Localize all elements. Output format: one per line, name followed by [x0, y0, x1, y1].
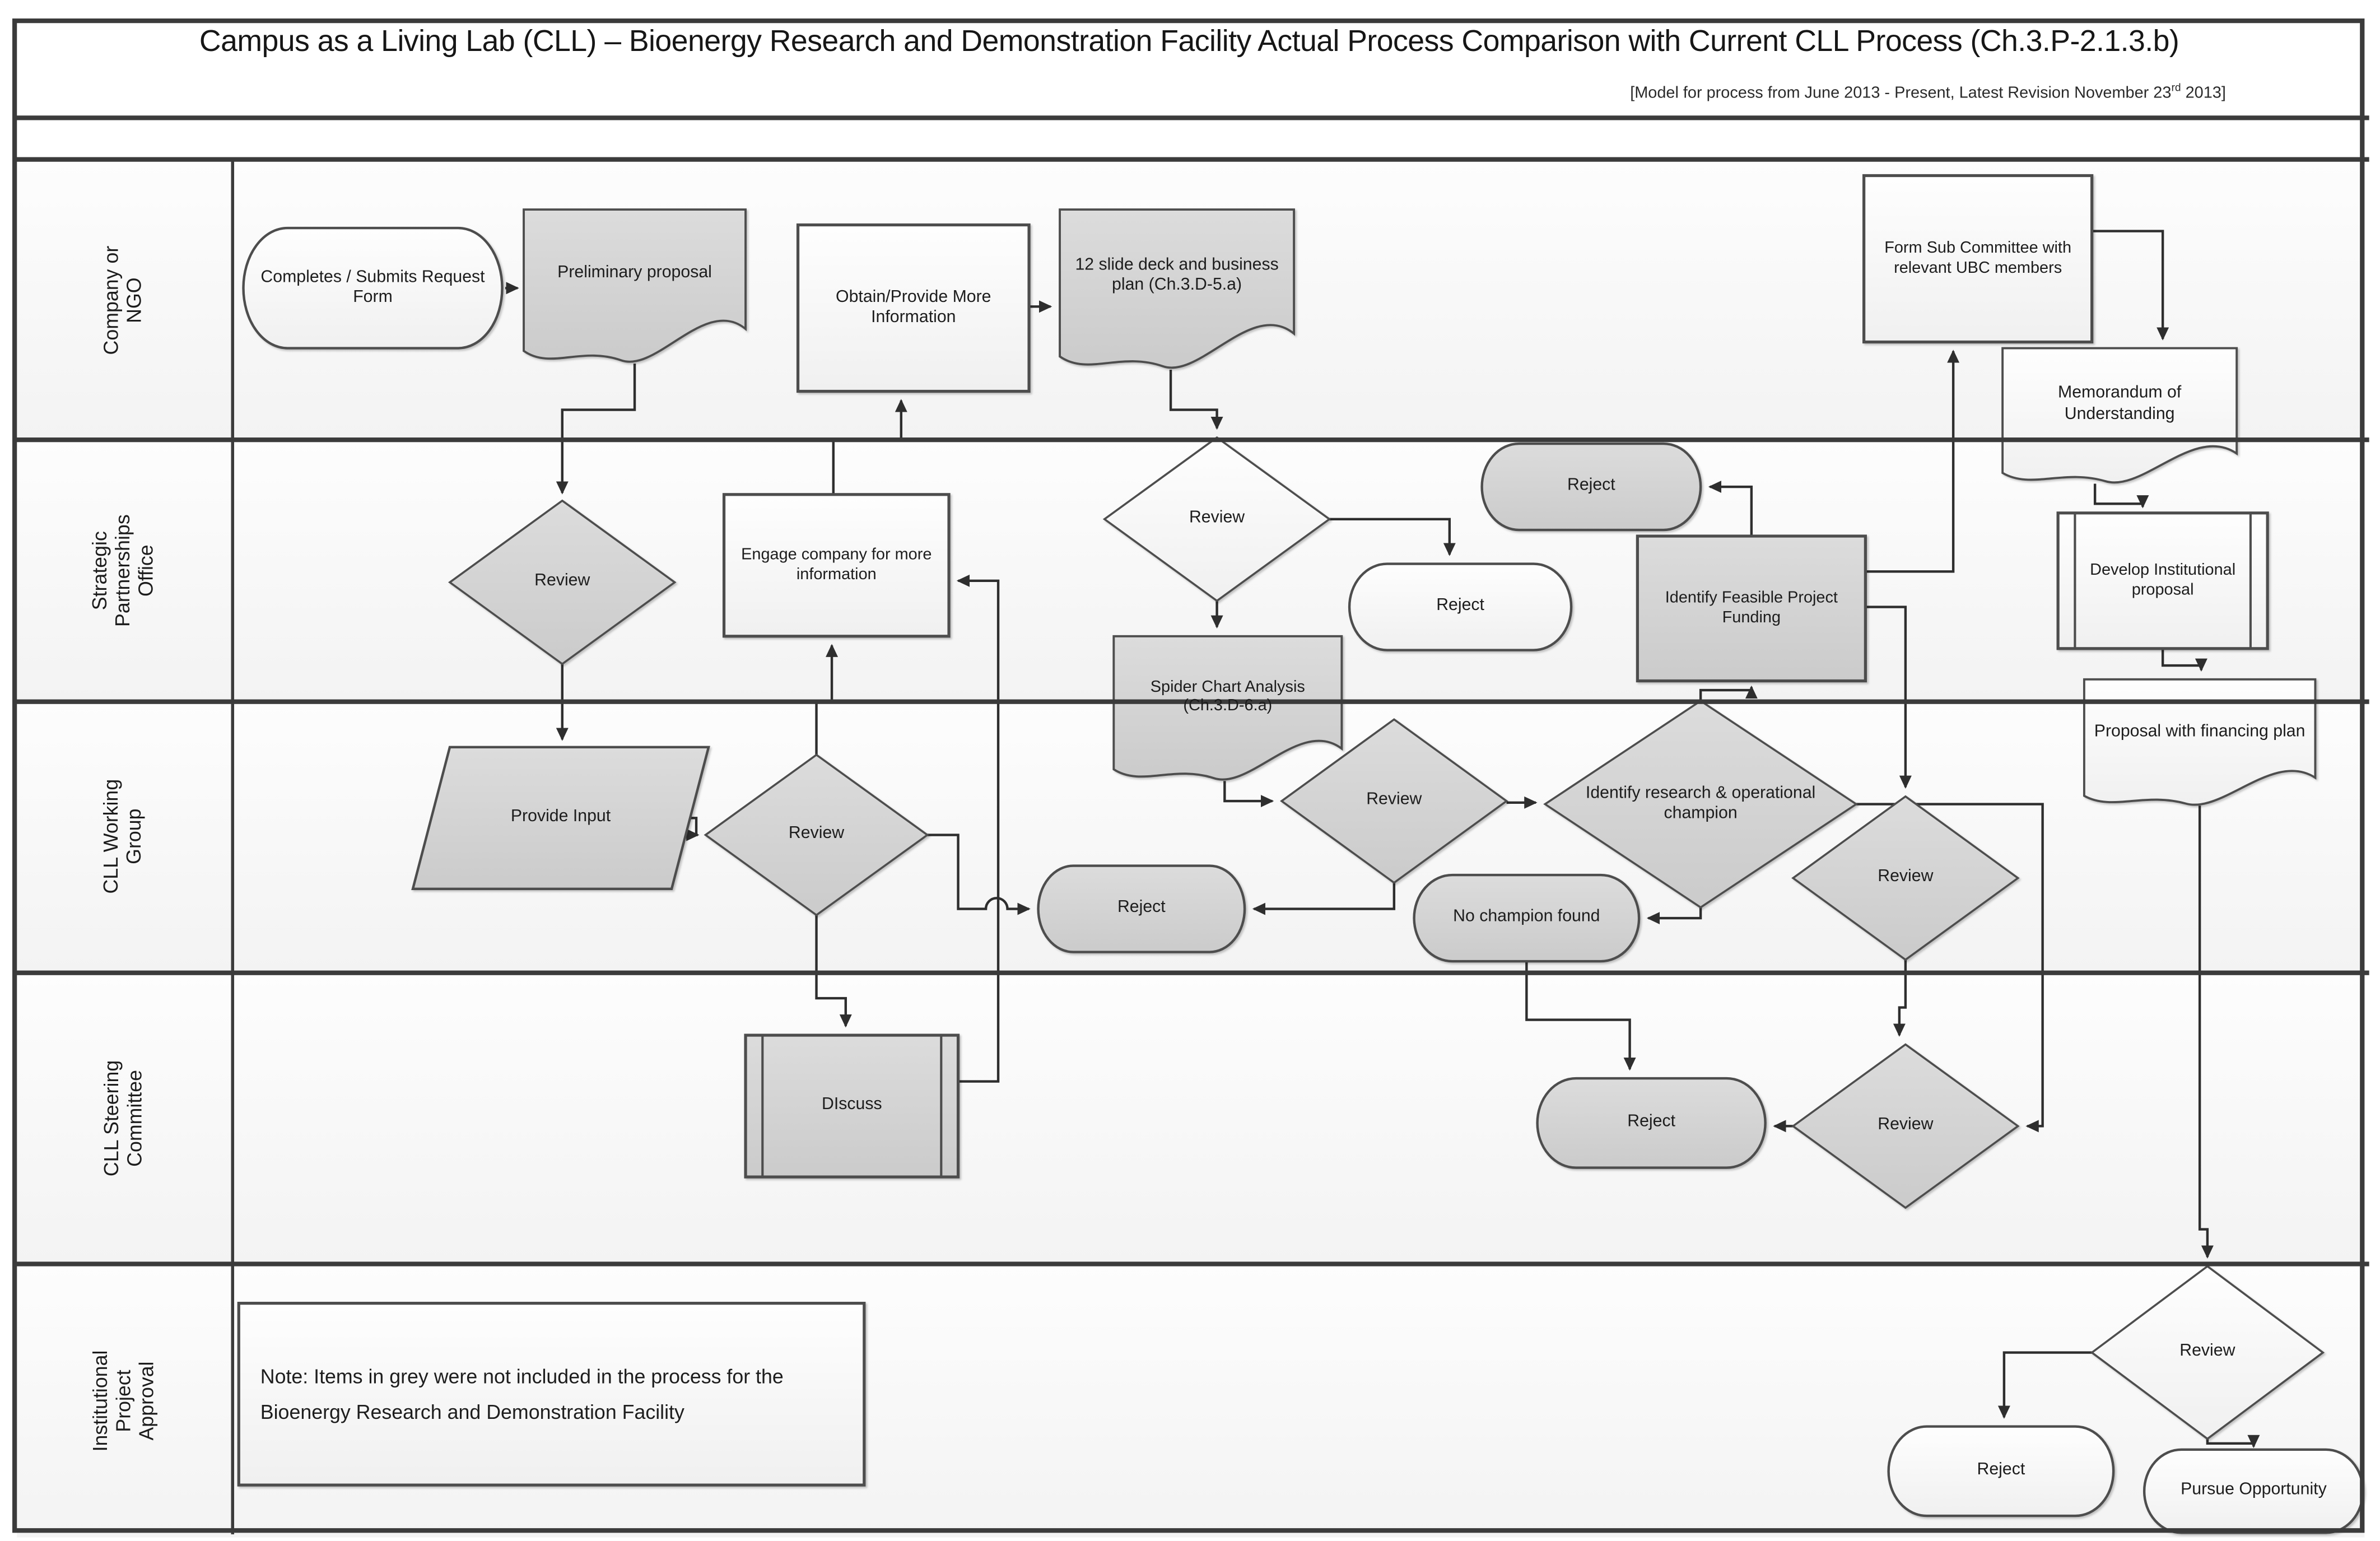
identify-champion-decision: [1543, 700, 1859, 909]
connector-review-k-to-pursue: [2206, 1435, 2260, 1449]
reject-ipa-terminator: [1887, 1425, 2115, 1517]
proposal-financing-document: [2083, 678, 2317, 806]
review-wg-right-decision: [1791, 795, 2020, 961]
subtitle-suffix: 2013]: [2181, 83, 2226, 103]
connector-review-e-to-discuss: [815, 915, 852, 1028]
identify-funding-process: [1636, 534, 1867, 683]
header-divider-line: [12, 157, 2369, 162]
lane-divider-3: [12, 970, 2369, 975]
note-box: [237, 1301, 866, 1487]
connector-preliminary-to-review-a: [556, 364, 636, 495]
diagram-subtitle: [Model for process from June 2013 - Pres…: [1630, 83, 2226, 103]
review-sc-decision: [1791, 1043, 2020, 1209]
reject-spo-white-terminator: [1348, 562, 1573, 651]
slide-deck-document: [1059, 208, 1296, 369]
lane-label-column-divider: [231, 157, 235, 1535]
subtitle-superscript: rd: [2171, 83, 2181, 94]
lane-divider-4: [12, 1261, 2369, 1266]
connector-review-b-to-reject-white: [1329, 518, 1456, 556]
connector-funding-to-reject-grey: [1708, 481, 1753, 537]
connector-slide-deck-to-review-b: [1169, 370, 1223, 430]
connector-develop-to-proposal: [2161, 648, 2207, 672]
lane-divider-2: [12, 699, 2369, 704]
connector-review-h-to-review-j: [1893, 960, 1907, 1037]
connector-discuss-to-engage: [956, 574, 1000, 1083]
request-form-terminator: [242, 226, 504, 350]
connector-review-e-to-reject-g: [927, 834, 1031, 915]
pursue-opportunity-terminator: [2143, 1448, 2364, 1534]
subtitle-divider-line: [12, 115, 2369, 120]
form-sub-committee-process: [1862, 174, 2094, 344]
connector-provide-input-to-review-e: [686, 817, 700, 841]
no-champion-terminator: [1413, 873, 1641, 963]
connector-champion-to-funding: [1699, 685, 1758, 701]
reject-spo-grey-terminator: [1480, 442, 1702, 532]
discuss-predefined-inner-bars: [761, 1035, 943, 1177]
preliminary-proposal-document: [523, 208, 747, 363]
review-ipa-decision: [2090, 1265, 2325, 1440]
subtitle-text: [Model for process from June 2013 - Pres…: [1630, 83, 2172, 103]
connector-fsc-to-mou: [2092, 230, 2169, 341]
connector-proposal-to-review-k: [2198, 806, 2214, 1259]
connector-engage-to-obtain: [832, 399, 907, 495]
connector-no-champion-to-reject-i: [1525, 961, 1636, 1071]
connector-spider-to-review-f: [1223, 781, 1274, 808]
review-spo-center-decision: [1102, 436, 1331, 602]
obtain-provide-process: [796, 223, 1031, 393]
engage-company-process: [722, 493, 951, 638]
connector-funding-to-review-h: [1865, 606, 1912, 789]
connector-champion-to-review-j: [1856, 803, 2044, 1133]
connector-review-f-to-reject-g: [1252, 882, 1396, 915]
connector-funding-to-fsc: [1865, 350, 1960, 573]
review-wg-left-decision: [704, 753, 929, 916]
mou-document: [2001, 347, 2238, 484]
develop-proposal-predefined-inner-bars: [2074, 513, 2252, 649]
spider-chart-document: [1112, 635, 1343, 781]
reject-sc-terminator: [1536, 1077, 1767, 1169]
connector-review-k-to-reject: [1997, 1351, 2092, 1419]
review-wg-center-decision: [1280, 718, 1508, 884]
connector-champion-to-no-champion: [1646, 907, 1702, 925]
diagram-title: Campus as a Living Lab (CLL) – Bioenergy…: [199, 25, 2179, 59]
discuss-predefined: [744, 1033, 960, 1179]
provide-input-parallelogram: [411, 746, 710, 891]
reject-wg-terminator: [1037, 864, 1246, 953]
develop-proposal-predefined: [2056, 511, 2269, 650]
connector-mou-to-develop: [2093, 483, 2149, 509]
review-spo-left-decision: [448, 499, 677, 665]
lane-divider-1: [12, 437, 2369, 442]
